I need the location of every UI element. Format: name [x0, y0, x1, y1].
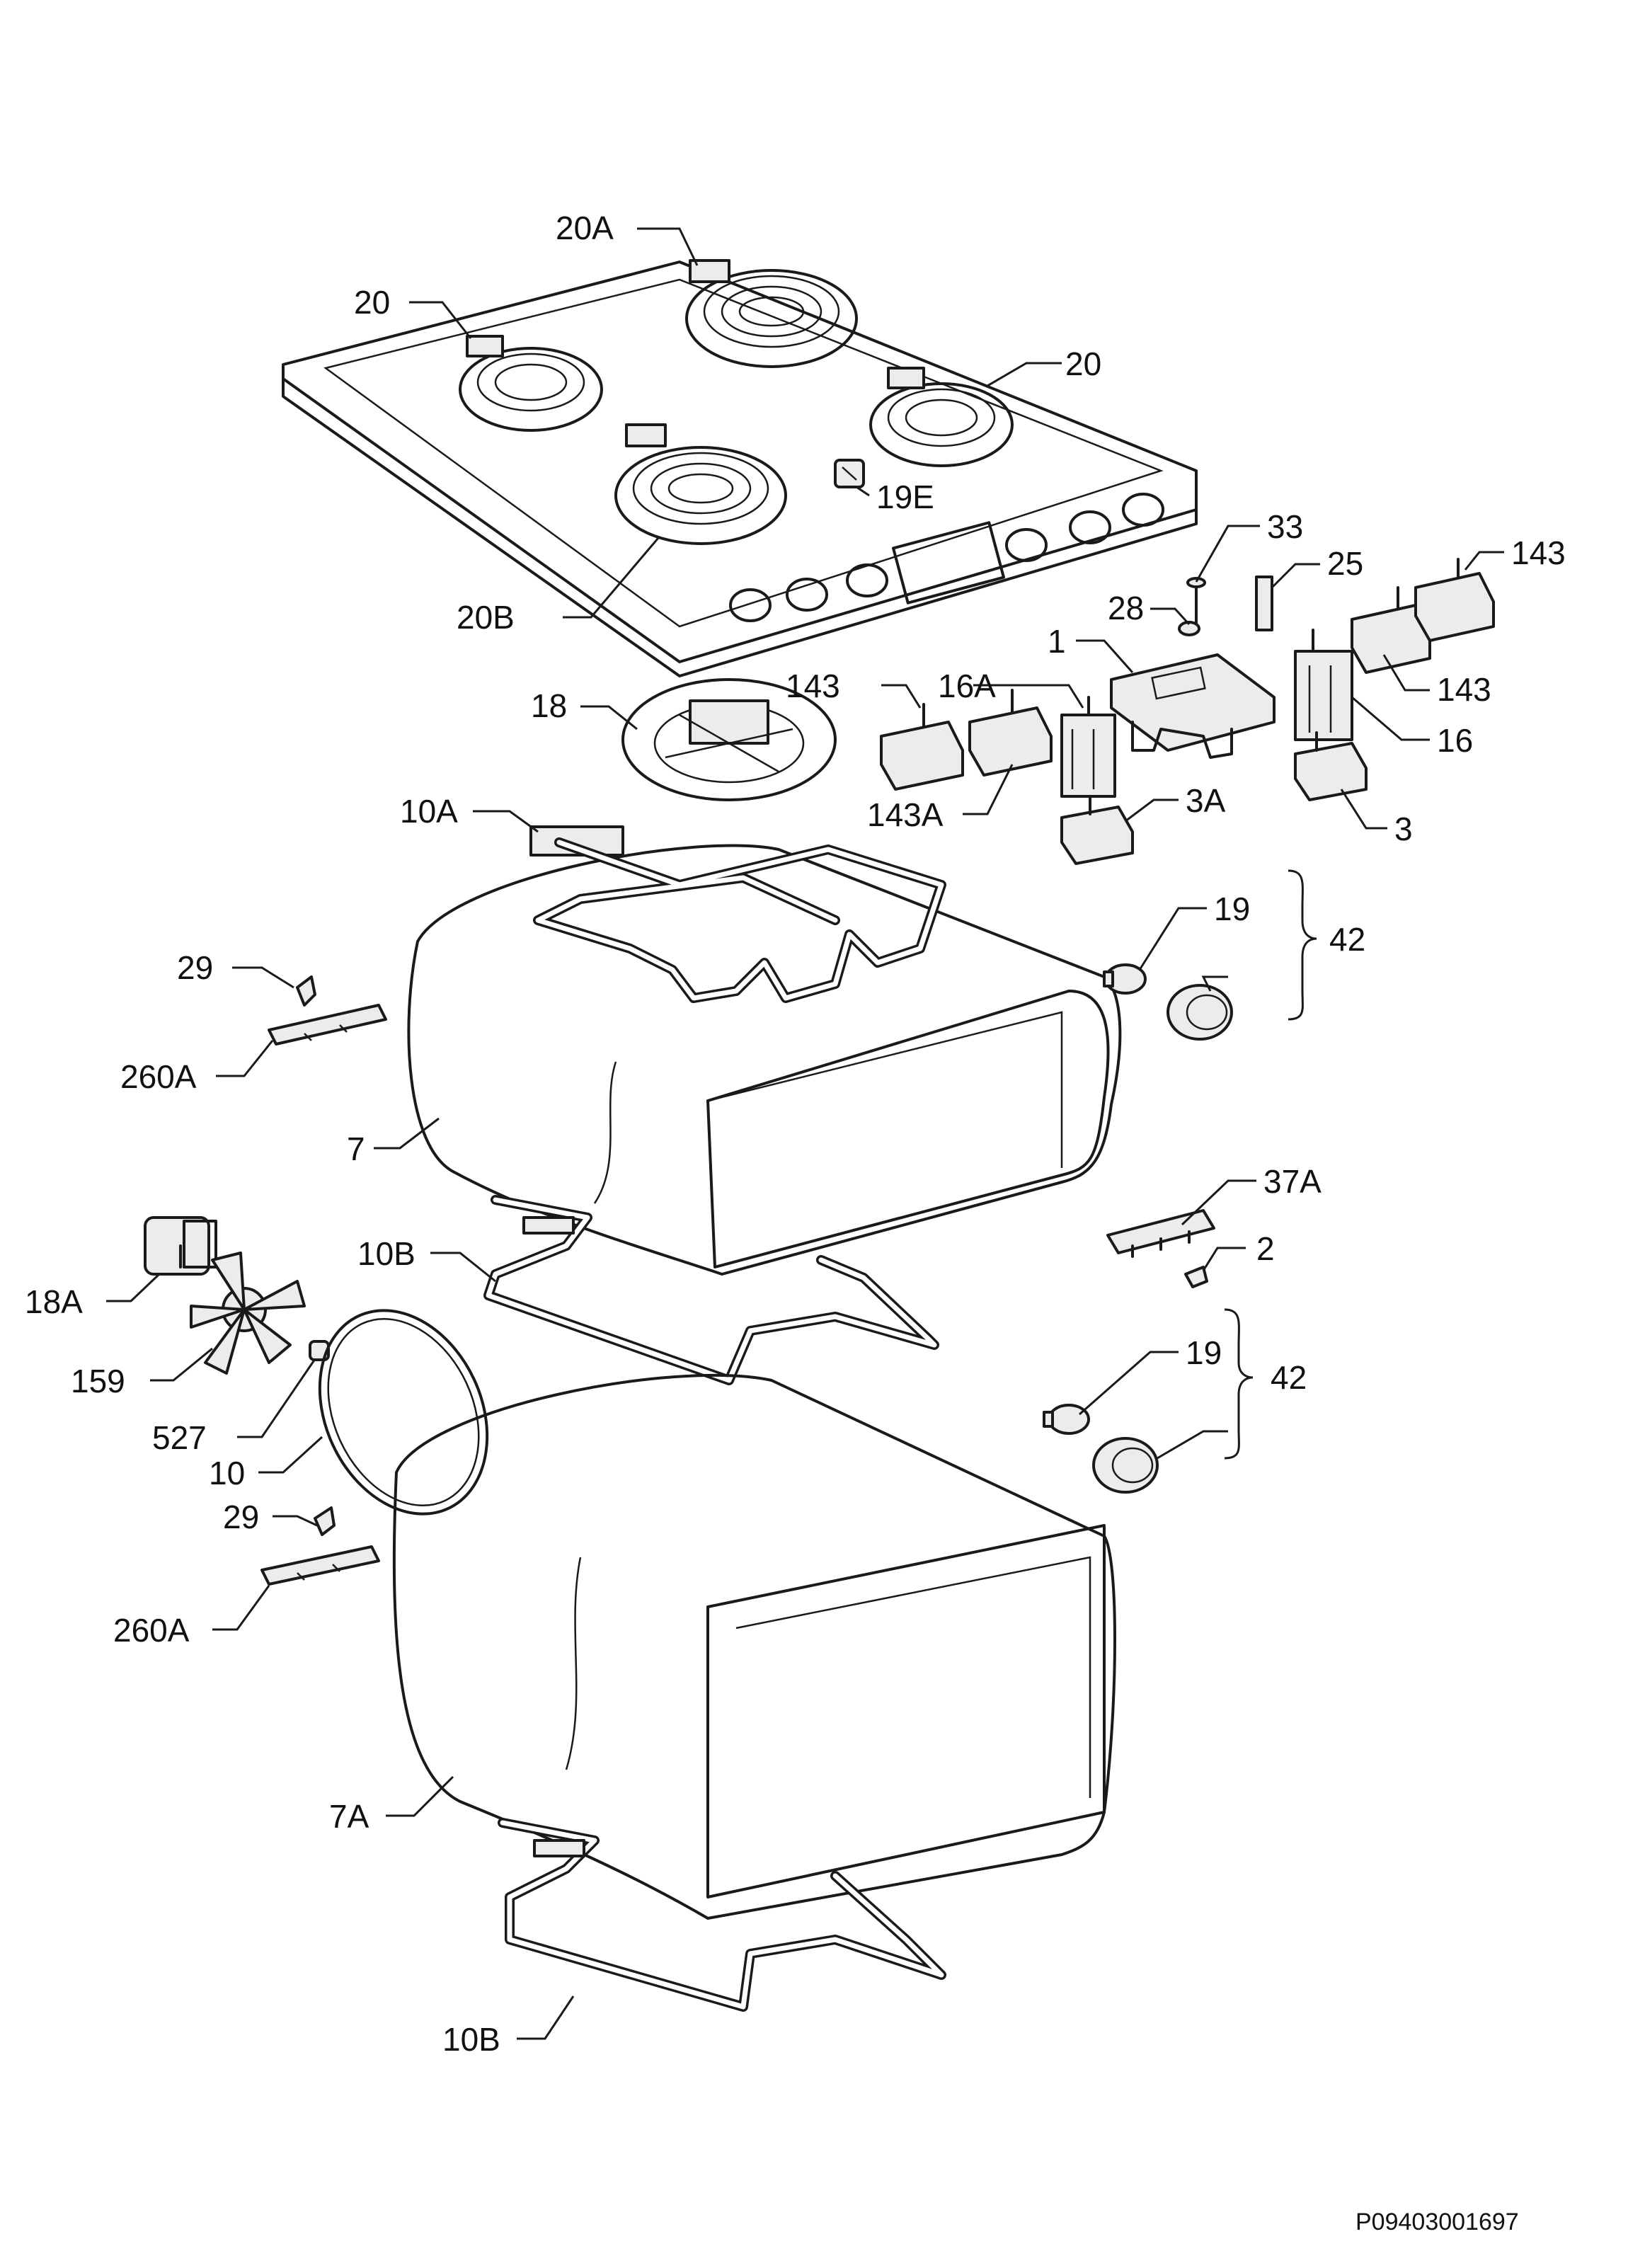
thermostat-3A [1060, 795, 1134, 865]
bottom-element-10B-bottom [498, 1818, 946, 2012]
callout-28: 28 [1108, 590, 1144, 626]
callout-33: 33 [1267, 508, 1303, 545]
callout-20A: 20A [556, 210, 614, 246]
callout-527: 527 [152, 1419, 207, 1456]
callout-42-bottom: 42 [1271, 1359, 1307, 1396]
switch-143-top-right [1414, 558, 1495, 642]
switch-143-mid [880, 703, 964, 791]
callout-20-right: 20 [1065, 345, 1101, 382]
clip-29-top [296, 975, 316, 1007]
callout-3: 3 [1394, 811, 1413, 847]
thermostat-3 [1294, 731, 1368, 801]
callout-37A: 37A [1263, 1163, 1322, 1200]
lamp-cover-42-bottom [1092, 1437, 1159, 1494]
runner-260A-top [268, 1004, 387, 1046]
programmer-1 [1110, 653, 1276, 759]
callout-18: 18 [531, 687, 567, 724]
callout-19-top: 19 [1214, 890, 1250, 927]
fan-blade-159 [190, 1252, 306, 1375]
fan-motor-18 [621, 678, 837, 801]
callout-29-bottom: 29 [223, 1499, 259, 1535]
drawing-code: P09403001697 [1355, 2209, 1519, 2235]
callout-260A-top: 260A [120, 1058, 197, 1095]
cooking-zone-20-right [869, 367, 1014, 467]
callout-143A: 143A [867, 796, 944, 833]
upper-oven-cavity-7 [407, 844, 1122, 1276]
callout-25: 25 [1327, 545, 1363, 582]
indicator-19E [834, 459, 865, 488]
callout-20B: 20B [457, 599, 515, 636]
callout-20-left: 20 [354, 284, 390, 321]
callout-143-right: 143 [1437, 671, 1491, 708]
callout-18A: 18A [25, 1283, 83, 1320]
switch-143A [968, 689, 1053, 777]
callout-10A: 10A [400, 793, 458, 830]
leader-lines [106, 227, 1504, 2040]
hob-top [282, 260, 1198, 677]
grill-element-10A [529, 825, 946, 1003]
cooking-zone-20-left [459, 335, 603, 432]
cooking-zone-20B [614, 423, 787, 545]
lamp-19-bottom [1043, 1404, 1090, 1435]
callout-19-bottom: 19 [1186, 1334, 1222, 1371]
callout-10: 10 [209, 1455, 245, 1491]
selector-16A [1060, 696, 1116, 798]
callout-16A: 16A [938, 668, 996, 704]
runner-37A [1106, 1209, 1215, 1258]
gasket-10 [318, 1309, 489, 1516]
callout-260A-bottom: 260A [113, 1612, 190, 1649]
callout-143-mid: 143 [786, 668, 840, 704]
lamp-holder-25 [1255, 575, 1273, 631]
callout-7: 7 [347, 1130, 365, 1167]
callout-7A: 7A [329, 1798, 369, 1835]
clip-2 [1184, 1266, 1208, 1288]
bracket-42-top [1288, 869, 1317, 1021]
callout-159: 159 [71, 1363, 125, 1399]
fan-motor-18A [144, 1216, 217, 1276]
lower-oven-cavity-7A [392, 1373, 1116, 1920]
control-knobs [729, 493, 1164, 622]
cooking-zone-20A [685, 259, 858, 368]
callout-42-top: 42 [1329, 921, 1365, 958]
clip-29-bottom [314, 1506, 336, 1536]
selector-16 [1294, 629, 1353, 741]
lamp-19-top [1103, 963, 1147, 995]
bracket-42-bottom [1224, 1308, 1254, 1460]
callout-19E: 19E [876, 479, 934, 515]
runner-260A-bottom [260, 1545, 380, 1586]
lamp-cover-42-top [1166, 984, 1233, 1041]
bottom-element-10B-top [483, 1195, 939, 1385]
screw-33 [1186, 577, 1206, 624]
callout-143-top-right: 143 [1511, 534, 1566, 571]
callout-10B-top: 10B [357, 1235, 415, 1272]
callout-10B-bottom: 10B [442, 2021, 500, 2058]
callout-labels: 20A 20 20 19E 20B 33 25 143 28 1 143 18 … [25, 210, 1566, 2058]
callout-2: 2 [1256, 1230, 1275, 1267]
callout-29-top: 29 [177, 949, 213, 986]
callout-16: 16 [1437, 722, 1473, 759]
callout-1: 1 [1048, 623, 1066, 660]
callout-3A: 3A [1186, 782, 1226, 819]
washer-28 [1178, 621, 1200, 636]
